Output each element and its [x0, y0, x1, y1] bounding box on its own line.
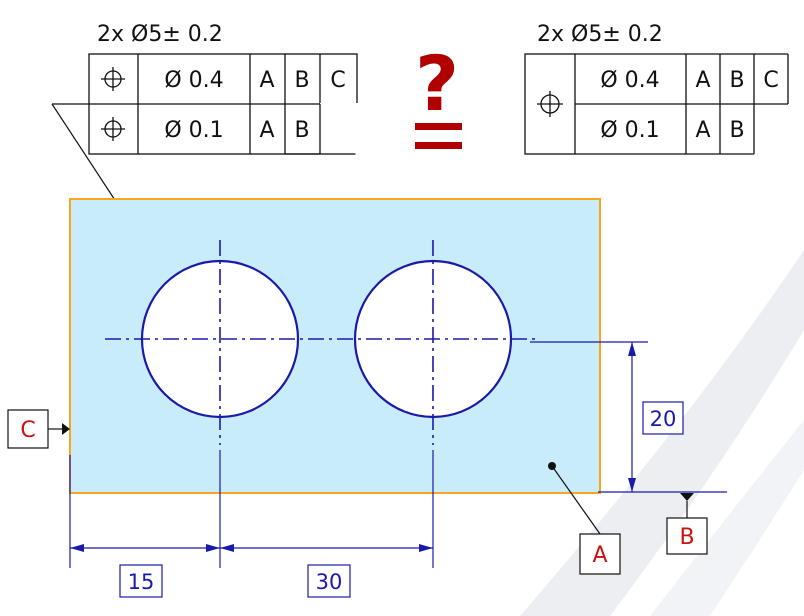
right-callout-note: 2x Ø5± 0.2	[537, 22, 663, 47]
comparison-symbol: ?	[415, 39, 462, 149]
left-row1-datum-1: A	[259, 68, 274, 93]
right-row2-tolerance: Ø 0.1	[600, 118, 659, 143]
right-row1-datum-1: A	[695, 68, 710, 93]
dimension-20: 20	[628, 342, 684, 492]
dimension-value-20: 20	[650, 407, 677, 431]
dimension-15: 15	[70, 544, 220, 598]
dimension-30: 30	[220, 544, 433, 598]
dimension-value-30: 30	[316, 570, 343, 594]
position-icon	[101, 117, 125, 141]
left-callout-note: 2x Ø5± 0.2	[97, 22, 223, 47]
equals-top-bar	[415, 123, 462, 130]
left-row2-tolerance: Ø 0.1	[164, 118, 223, 143]
right-callout: 2x Ø5± 0.2 Ø 0.4 A B C Ø 0.1 A B	[524, 22, 789, 155]
left-row2-datum-2: B	[294, 118, 309, 143]
dimension-box	[119, 564, 163, 598]
datum-frame	[7, 409, 49, 449]
dimension-box	[642, 401, 684, 435]
center-lines	[105, 240, 540, 445]
position-icon	[101, 67, 125, 91]
right-row1-datum-2: B	[729, 68, 744, 93]
position-icon	[537, 91, 563, 117]
datum-frame	[579, 533, 621, 575]
left-callout: 2x Ø5± 0.2 Ø 0.4 A B C Ø 0.1 A B	[88, 22, 359, 155]
datum-a: A	[548, 462, 621, 575]
right-row1-datum-3: C	[763, 68, 778, 93]
right-row2-datum-1: A	[695, 118, 710, 143]
datum-b-label: B	[679, 525, 694, 550]
datum-c: C	[7, 409, 70, 449]
datum-frame	[666, 517, 708, 555]
dimension-box	[307, 564, 351, 598]
right-row2-datum-2: B	[729, 118, 744, 143]
datum-b: B	[648, 491, 727, 555]
left-row2-datum-1: A	[259, 118, 274, 143]
left-row1-tolerance: Ø 0.4	[164, 68, 223, 93]
dimension-value-15: 15	[128, 570, 155, 594]
datum-a-label: A	[592, 543, 607, 568]
datum-c-label: C	[20, 418, 35, 443]
right-row1-tolerance: Ø 0.4	[600, 68, 659, 93]
background-swoosh	[520, 250, 804, 616]
left-row1-datum-2: B	[294, 68, 309, 93]
left-row1-datum-3: C	[330, 68, 345, 93]
question-mark-icon: ?	[415, 39, 459, 128]
equals-bottom-bar	[415, 142, 462, 149]
